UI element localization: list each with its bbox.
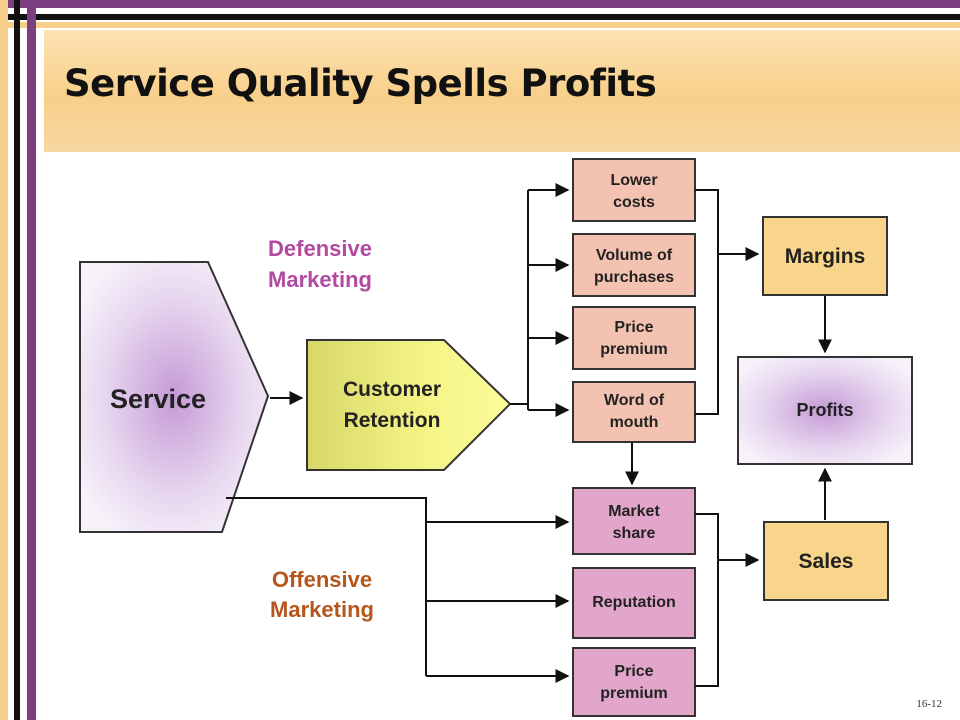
- price-premium-defensive-line1: Price: [614, 319, 653, 336]
- price-premium-offensive-line1: Price: [614, 663, 653, 680]
- lower-costs-line1: Lower: [610, 172, 657, 189]
- price-premium-defensive-line2: premium: [600, 341, 668, 358]
- retention-label-line2: Retention: [344, 409, 441, 432]
- market-share-line1: Market: [608, 503, 660, 520]
- price-premium-offensive-line2: premium: [600, 685, 668, 702]
- word-of-mouth-line1: Word of: [604, 392, 665, 409]
- retention-label-line1: Customer: [343, 378, 441, 401]
- box-profits: [737, 356, 913, 465]
- service-shape: [79, 261, 270, 533]
- box-volume-of-purchases: [572, 233, 696, 297]
- volume-line1: Volume of: [596, 247, 673, 264]
- sales-label: Sales: [799, 550, 854, 573]
- profits-label: Profits: [796, 400, 853, 420]
- word-of-mouth-line2: mouth: [610, 414, 659, 431]
- offensive-marketing-line2: Marketing: [270, 597, 374, 622]
- lower-costs-line2: costs: [613, 194, 655, 211]
- market-share-line2: share: [613, 525, 656, 542]
- box-reputation: [572, 567, 696, 639]
- service-label: Service: [110, 384, 206, 414]
- title-band: [44, 30, 960, 152]
- box-word-of-mouth: [572, 381, 696, 443]
- top-bar-orange: [0, 22, 960, 28]
- box-market-share: [572, 487, 696, 555]
- box-sales: [763, 521, 889, 601]
- top-bar-black: [0, 14, 960, 20]
- service-to-offensive-line: [226, 497, 427, 676]
- page-title: Service Quality Spells Profits: [64, 62, 657, 105]
- defensive-marketing-line1: Defensive: [268, 236, 372, 261]
- box-margins: [762, 216, 888, 296]
- box-price-premium-offensive: [572, 647, 696, 717]
- left-bar-orange: [0, 0, 8, 720]
- box-lower-costs: [572, 158, 696, 222]
- margins-label: Margins: [785, 245, 866, 268]
- defensive-marketing-line2: Marketing: [268, 267, 372, 292]
- left-bar-black: [14, 0, 20, 720]
- box-price-premium-defensive: [572, 306, 696, 370]
- volume-line2: purchases: [594, 269, 674, 286]
- customer-retention-shape: [306, 339, 512, 471]
- offensive-marketing-line1: Offensive: [272, 567, 372, 592]
- slide-number: 16-12: [916, 698, 942, 710]
- offensive-bracket: [695, 513, 719, 687]
- top-bar-purple: [0, 0, 960, 8]
- reputation-line1: Reputation: [592, 594, 676, 611]
- defensive-bracket: [695, 189, 719, 415]
- left-bar-purple: [27, 0, 36, 720]
